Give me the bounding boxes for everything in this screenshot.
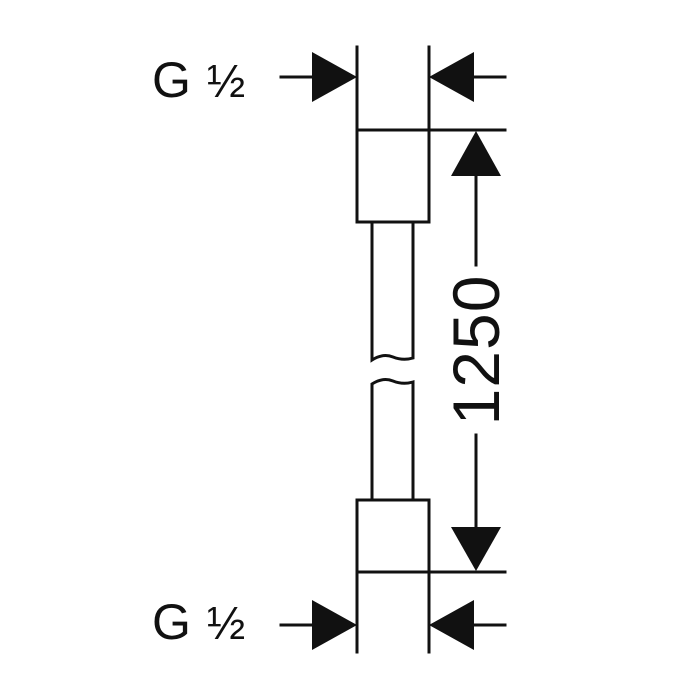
hose-upper-section (370, 220, 415, 363)
thread-prefix-bottom: G (152, 594, 191, 650)
hose-lower-section (370, 378, 415, 502)
bottom-arrow-left-pointing (429, 600, 474, 650)
length-dimension-label: 1250 (439, 268, 513, 432)
length-arrow-up (451, 131, 501, 176)
bottom-arrow-right-pointing (312, 600, 357, 650)
top-fitting (355, 128, 431, 224)
bottom-fitting (355, 498, 431, 574)
length-arrow-down (451, 527, 501, 571)
thread-prefix-top: G (152, 52, 191, 108)
thread-size-bottom: ½ (206, 597, 246, 649)
top-arrow-right-pointing (312, 52, 357, 102)
thread-size-top: ½ (206, 55, 246, 107)
top-arrow-left-pointing (429, 52, 474, 102)
